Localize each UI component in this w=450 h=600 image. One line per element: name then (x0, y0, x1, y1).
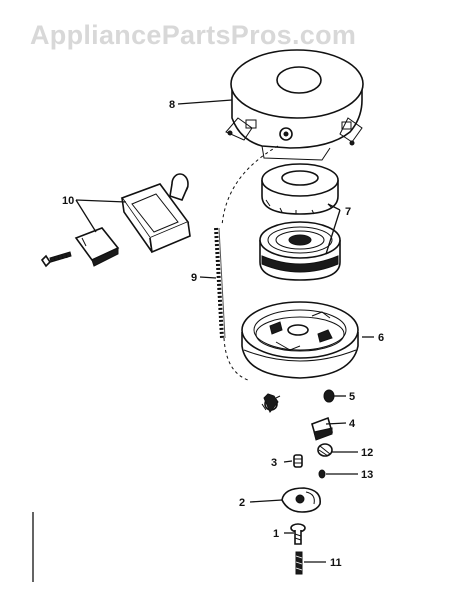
callout-labels: 8 10 7 9 6 5 4 12 3 13 2 1 11 (62, 99, 384, 569)
callout-2: 2 (239, 497, 245, 509)
part-7-recoil-spring (259, 221, 341, 281)
center-bolt-assembly (261, 393, 281, 413)
part-6-rope-pulley (241, 301, 359, 379)
callout-12: 12 (361, 447, 373, 459)
callout-10: 10 (62, 195, 74, 207)
callout-4: 4 (349, 418, 356, 430)
part-10-handle-insert (74, 227, 120, 267)
part-11-pin (295, 551, 303, 575)
part-8-starter-housing (225, 49, 364, 161)
part-4-pawl (311, 416, 333, 441)
handle-screw (40, 251, 72, 268)
callout-9: 9 (191, 272, 197, 284)
part-5-washer (323, 389, 335, 403)
callout-1: 1 (273, 528, 279, 540)
callout-13: 13 (361, 469, 373, 481)
part-3-spring (293, 454, 303, 468)
part-12-spring (317, 443, 333, 457)
part-7-pulley-cover (261, 163, 339, 215)
watermark-text: AppliancePartsPros.com (30, 20, 356, 50)
part-13-pin (318, 469, 326, 479)
part-10-starter-handle (120, 173, 191, 254)
callout-5: 5 (349, 391, 355, 403)
callout-6: 6 (378, 332, 384, 344)
callout-7: 7 (345, 206, 351, 218)
callout-3: 3 (271, 457, 277, 469)
callout-8: 8 (169, 99, 175, 111)
part-9-starter-rope (214, 145, 279, 381)
leader-lines (75, 99, 374, 563)
part-1-screw (290, 523, 306, 545)
part-2-pawl-plate (281, 487, 321, 513)
callout-11: 11 (330, 557, 342, 569)
